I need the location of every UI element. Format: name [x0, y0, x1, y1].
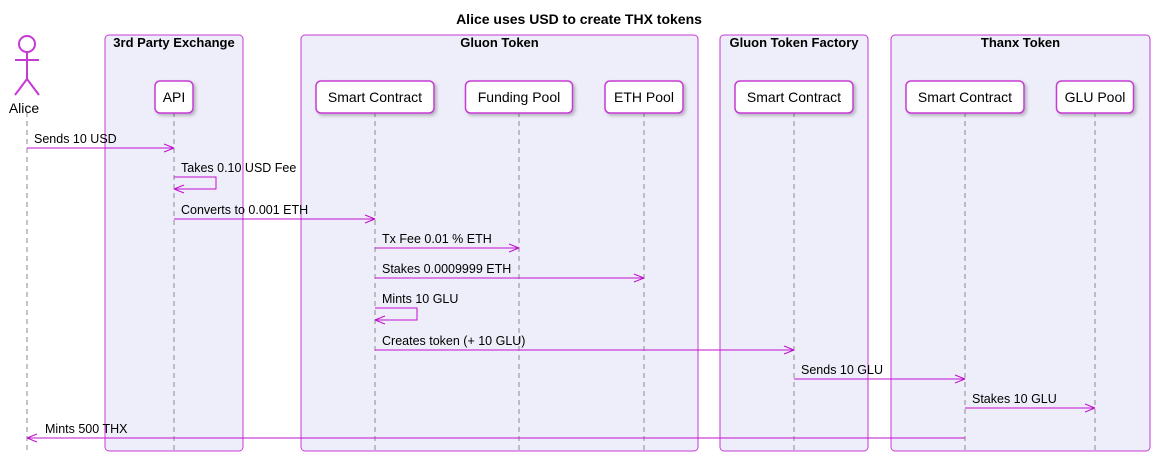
message-label: Converts to 0.001 ETH — [181, 203, 308, 217]
stick-figure-icon — [14, 35, 40, 96]
message-label: Mints 500 THX — [45, 422, 128, 436]
group-box — [890, 34, 1151, 452]
participant-box — [734, 80, 854, 114]
lifelines-layer — [26, 112, 1096, 452]
diagram-title: Alice uses USD to create THX tokens — [456, 11, 702, 27]
actor-layer: Alice — [9, 35, 40, 116]
participant-label: Funding Pool — [478, 89, 561, 105]
participant-label: API — [163, 89, 186, 105]
participant-thanx_sc: Smart Contract — [905, 80, 1025, 114]
participant-label: Smart Contract — [918, 89, 1012, 105]
participant-label: GLU Pool — [1065, 89, 1126, 105]
group-box — [300, 34, 699, 452]
message-10: Mints 500 THX — [26, 422, 965, 443]
actor-label: Alice — [9, 100, 40, 116]
participant-label: Smart Contract — [747, 89, 841, 105]
message-2: Takes 0.10 USD Fee — [173, 161, 296, 194]
message-label: Sends 10 GLU — [801, 363, 883, 377]
participant-api: API — [154, 80, 194, 114]
message-label: Stakes 0.0009999 ETH — [382, 262, 511, 276]
participant-box — [905, 80, 1025, 114]
message-label: Sends 10 USD — [34, 132, 117, 146]
groups-layer: 3rd Party Exchange Gluon Token Gluon Token… — [104, 34, 1151, 452]
message-label: Creates token (+ 10 GLU) — [382, 334, 525, 348]
participant-box — [464, 80, 574, 114]
message-8: Sends 10 GLU — [794, 363, 966, 384]
participant-glu: GLU Pool — [1055, 80, 1135, 114]
message-arrow — [174, 176, 217, 190]
participant-box — [1055, 80, 1135, 114]
participant-factory_sc: Smart Contract — [734, 80, 854, 114]
message-label: Takes 0.10 USD Fee — [181, 161, 296, 175]
message-3: Converts to 0.001 ETH — [174, 203, 376, 224]
group-title: Gluon Token — [460, 35, 539, 50]
participant-gluon_sc: Smart Contract — [315, 80, 435, 114]
group-title: 3rd Party Exchange — [113, 35, 234, 50]
group-title: Thanx Token — [981, 35, 1060, 50]
message-label: Tx Fee 0.01 % ETH — [382, 232, 492, 246]
participant-eth: ETH Pool — [604, 80, 684, 114]
message-label: Stakes 10 GLU — [972, 392, 1057, 406]
message-4: Tx Fee 0.01 % ETH — [375, 232, 520, 253]
group-thanx: Thanx Token — [890, 34, 1151, 452]
participants-layer: API Smart Contract Funding Pool ETH Pool Sma… — [154, 80, 1135, 114]
message-5: Stakes 0.0009999 ETH — [375, 262, 645, 283]
message-6: Mints 10 GLU — [374, 292, 458, 325]
message-7: Creates token (+ 10 GLU) — [375, 334, 795, 355]
participant-label: ETH Pool — [614, 89, 674, 105]
participant-box — [604, 80, 684, 114]
message-arrow — [375, 307, 418, 321]
participant-box — [154, 80, 194, 114]
group-title: Gluon Token Factory — [729, 35, 859, 50]
participant-funding: Funding Pool — [464, 80, 574, 114]
participant-box — [315, 80, 435, 114]
message-1: Sends 10 USD — [27, 132, 175, 153]
participant-label: Smart Contract — [328, 89, 422, 105]
message-9: Stakes 10 GLU — [965, 392, 1096, 413]
message-label: Mints 10 GLU — [382, 292, 458, 306]
group-gluon: Gluon Token — [300, 34, 699, 452]
